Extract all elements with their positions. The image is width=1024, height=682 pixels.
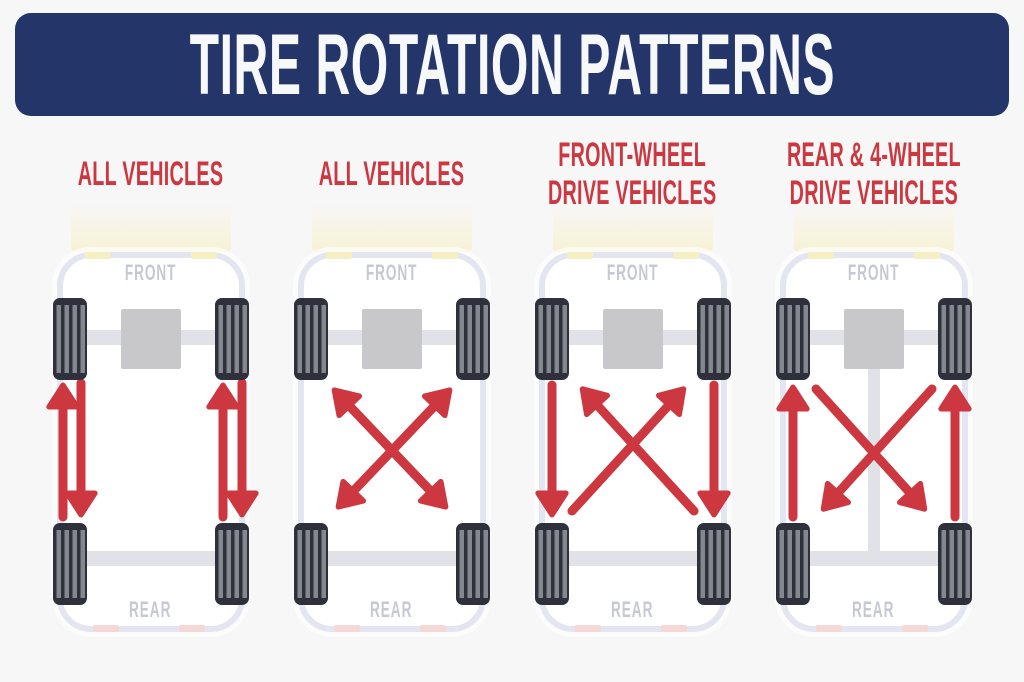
engine-block	[843, 309, 904, 369]
title-banner: TIRE ROTATION PATTERNS	[15, 13, 1009, 116]
rear-label: REAR	[370, 597, 413, 622]
car-diagram: FRONT REAR	[534, 202, 731, 632]
rear-label: REAR	[129, 597, 172, 622]
front-label: FRONT	[124, 260, 177, 285]
taillight-left	[574, 625, 601, 632]
pattern-column-1: ALL VEHICLES FRONT REAR	[30, 116, 271, 632]
taillight-right	[901, 625, 928, 632]
taillight-right	[660, 625, 687, 632]
headlight-right	[672, 252, 699, 259]
rear-axle	[564, 551, 701, 566]
taillight-right	[419, 625, 446, 632]
tire-rear-left	[534, 523, 569, 605]
car-diagram: FRONT REAR	[293, 202, 490, 632]
car-diagram: FRONT REAR	[775, 202, 972, 632]
pattern-column-4: REAR & 4-WHEEL DRIVE VEHICLES FRONT REAR	[753, 116, 994, 632]
tire-front-left	[52, 298, 87, 380]
headlight-left	[807, 252, 834, 259]
rear-label: REAR	[852, 597, 895, 622]
page-title: TIRE ROTATION PATTERNS	[189, 16, 835, 113]
pattern-column-2: ALL VEHICLES FRONT REAR	[271, 116, 512, 632]
headlight-beam	[70, 202, 231, 252]
tire-front-left	[534, 298, 569, 380]
column-header-line: ALL VEHICLES	[318, 154, 465, 193]
tire-front-right	[696, 298, 731, 380]
rear-axle	[82, 551, 219, 566]
headlight-right	[913, 252, 940, 259]
tire-rear-left	[293, 523, 328, 605]
front-label: FRONT	[365, 260, 418, 285]
tire-rear-right	[696, 523, 731, 605]
engine-block	[120, 309, 181, 369]
tire-rear-left	[775, 523, 810, 605]
rotation-arrows-straight	[45, 378, 259, 522]
driveshaft	[867, 362, 880, 558]
taillight-left	[333, 625, 360, 632]
taillight-left	[815, 625, 842, 632]
pattern-column-3: FRONT-WHEEL DRIVE VEHICLES FRONT REAR	[512, 116, 753, 632]
column-header: ALL VEHICLES	[25, 130, 276, 218]
column-header: ALL VEHICLES	[266, 130, 517, 218]
pattern-columns: ALL VEHICLES FRONT REAR	[0, 116, 1024, 632]
rotation-arrows-x-cross	[331, 387, 452, 510]
front-label: FRONT	[606, 260, 659, 285]
rear-axle	[323, 551, 460, 566]
arrow-diagonal-br-tl	[579, 386, 698, 516]
tire-rear-right	[937, 523, 972, 605]
column-header-line: ALL VEHICLES	[77, 154, 224, 193]
tire-front-left	[775, 298, 810, 380]
column-header-line: FRONT-WHEEL	[558, 135, 707, 174]
rear-axle	[805, 551, 942, 566]
tire-front-right	[214, 298, 249, 380]
engine-block	[602, 309, 663, 369]
tire-rear-right	[455, 523, 490, 605]
column-header-line: REAR & 4-WHEEL	[786, 135, 961, 174]
rotation-arrows-rearward-cross	[775, 384, 972, 522]
car-diagram: FRONT REAR	[45, 202, 259, 632]
tire-rear-right	[214, 523, 249, 605]
engine-block	[361, 309, 422, 369]
headlight-right	[190, 252, 217, 259]
headlight-beam	[552, 202, 713, 252]
headlight-beam	[311, 202, 472, 252]
tire-front-left	[293, 298, 328, 380]
tire-front-right	[455, 298, 490, 380]
front-label: FRONT	[847, 260, 900, 285]
headlight-left	[84, 252, 111, 259]
taillight-left	[92, 625, 119, 632]
tire-front-right	[937, 298, 972, 380]
rotation-arrows-forward-cross	[534, 380, 731, 518]
arrow-diagonal-tl-br	[811, 384, 927, 512]
rear-label: REAR	[611, 597, 654, 622]
arrow-diagonal-bl-tr	[567, 386, 686, 516]
headlight-left	[325, 252, 352, 259]
headlight-beam	[793, 202, 954, 252]
taillight-right	[178, 625, 205, 632]
headlight-left	[566, 252, 593, 259]
tire-rear-left	[52, 523, 87, 605]
headlight-right	[431, 252, 458, 259]
arrow-diagonal-tr-bl	[820, 384, 936, 512]
arrow-diagonal-bl-tr	[338, 387, 452, 507]
